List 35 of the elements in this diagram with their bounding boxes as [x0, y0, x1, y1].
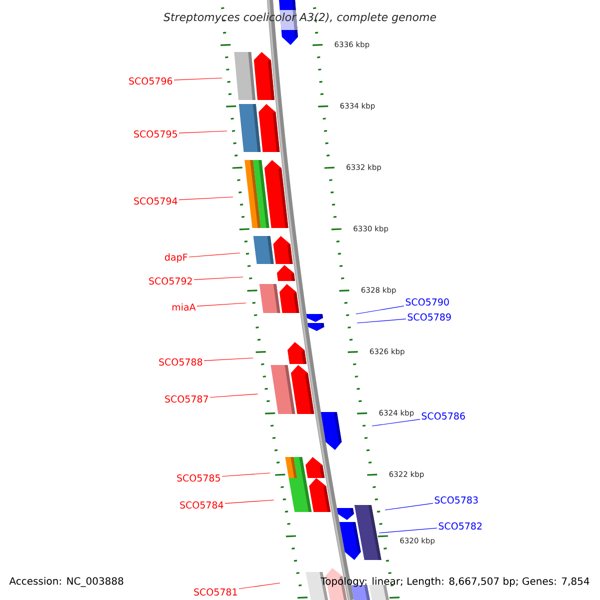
leader-line	[356, 306, 404, 314]
leader-line	[384, 502, 434, 510]
leader-line	[178, 130, 228, 134]
accession-text: Accession: NC_003888	[9, 577, 124, 587]
leader-line	[222, 472, 270, 477]
leader-line	[372, 418, 420, 426]
leader-line	[356, 318, 406, 324]
gene-label: SCO5792	[149, 277, 192, 285]
gene-label: miaA	[172, 303, 196, 311]
gene-label: SCO5790	[406, 298, 449, 306]
leader-line	[378, 528, 438, 534]
gene-label: SCO5789	[408, 313, 451, 321]
gene-label: SCO5785	[177, 474, 220, 482]
gene-label: SCO5782	[438, 522, 482, 530]
gene-label: SCO5786	[422, 412, 465, 420]
gene-label: SCO5794	[134, 197, 178, 205]
title: Streptomyces coelicolor A3(2), complete genome	[164, 12, 436, 24]
leader-line	[224, 500, 274, 504]
genome-info-text: Topology: linear; Length: 8,667,507 bp; Genes: 7,854	[320, 577, 590, 587]
leader-line	[210, 394, 258, 398]
gene-label: SCO5784	[180, 501, 224, 509]
leader-line	[178, 196, 234, 200]
gene-label: dapF	[164, 253, 188, 263]
gene-label: SCO5787	[165, 395, 208, 403]
gene-label: SCO5788	[159, 358, 202, 366]
leader-line	[188, 252, 240, 258]
gene-label: SCO5783	[434, 496, 478, 504]
gene-label: SCO5781	[194, 588, 237, 596]
leader-line	[194, 276, 244, 280]
gene-label: SCO5795	[134, 130, 177, 138]
leader-line	[204, 358, 254, 362]
leader-line	[238, 582, 280, 590]
gene-label: SCO5796	[129, 77, 172, 85]
leader-line	[196, 302, 246, 306]
leader-line	[174, 78, 222, 80]
